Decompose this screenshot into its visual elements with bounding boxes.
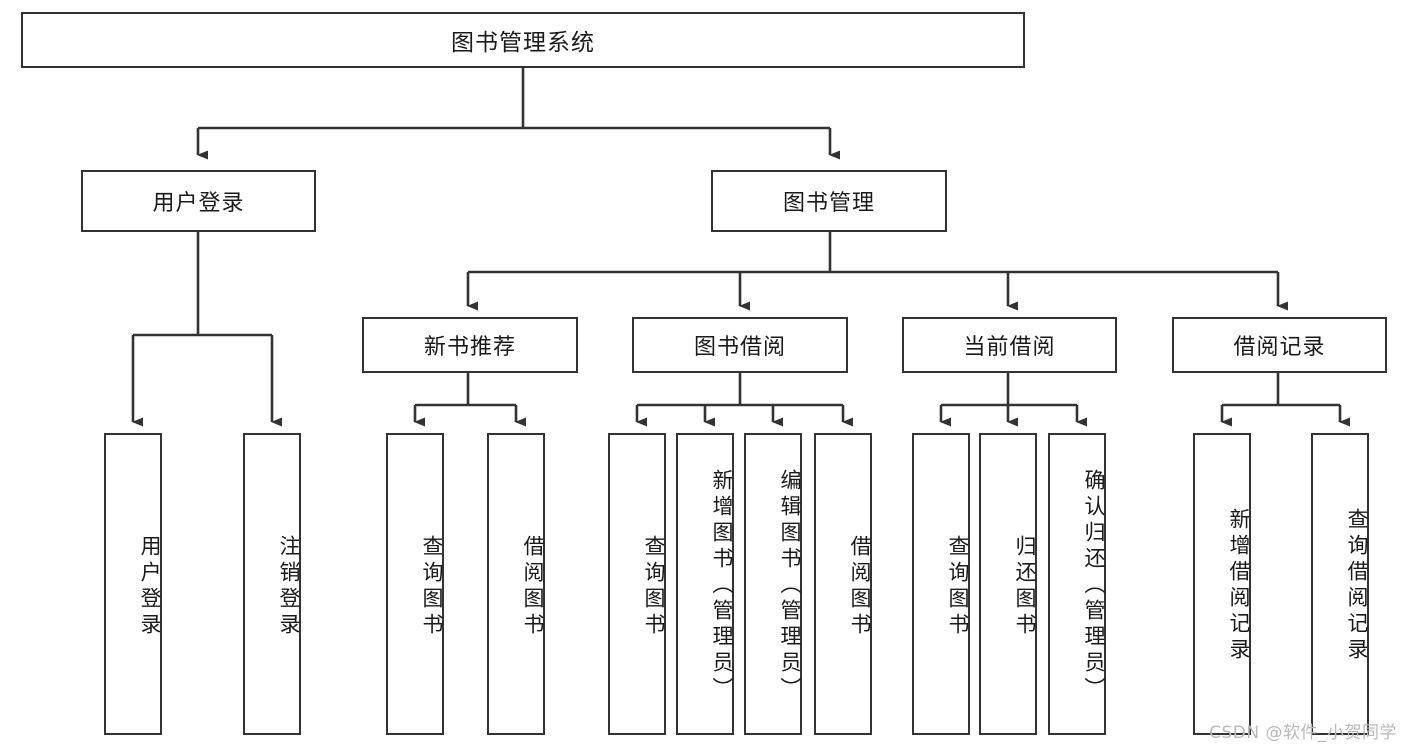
leaf-borrow-borrow-book[interactable]: 借阅图书 bbox=[814, 433, 872, 735]
leaf-current-return-book[interactable]: 归还图书 bbox=[979, 433, 1037, 735]
leaf-current-confirm-return-admin[interactable]: 确认归还（管理员） bbox=[1048, 433, 1106, 735]
leaf-current-query-book[interactable]: 查询图书 bbox=[912, 433, 970, 735]
node-new-book-recommend[interactable]: 新书推荐 bbox=[362, 317, 578, 373]
leaf-user-login-signout[interactable]: 注销登录 bbox=[243, 433, 301, 735]
leaf-new-books-query[interactable]: 查询图书 bbox=[386, 433, 444, 735]
leaf-borrow-edit-book-admin[interactable]: 编辑图书（管理员） bbox=[744, 433, 802, 735]
node-book-borrow[interactable]: 图书借阅 bbox=[632, 317, 848, 373]
node-user-login[interactable]: 用户登录 bbox=[81, 170, 316, 232]
node-book-management[interactable]: 图书管理 bbox=[711, 170, 947, 232]
leaf-borrow-add-book-admin[interactable]: 新增图书（管理员） bbox=[676, 433, 734, 735]
node-root-system[interactable]: 图书管理系统 bbox=[21, 12, 1025, 68]
leaf-new-books-borrow[interactable]: 借阅图书 bbox=[487, 433, 545, 735]
leaf-user-login-signin[interactable]: 用户登录 bbox=[104, 433, 162, 735]
leaf-borrow-query-book[interactable]: 查询图书 bbox=[608, 433, 666, 735]
watermark-label: CSDN @软件_小贺同学 bbox=[1209, 723, 1397, 743]
node-current-borrow[interactable]: 当前借阅 bbox=[902, 317, 1117, 373]
node-borrow-records[interactable]: 借阅记录 bbox=[1172, 317, 1387, 373]
leaf-records-add-record[interactable]: 新增借阅记录 bbox=[1193, 433, 1251, 735]
leaf-records-query-record[interactable]: 查询借阅记录 bbox=[1311, 433, 1369, 735]
